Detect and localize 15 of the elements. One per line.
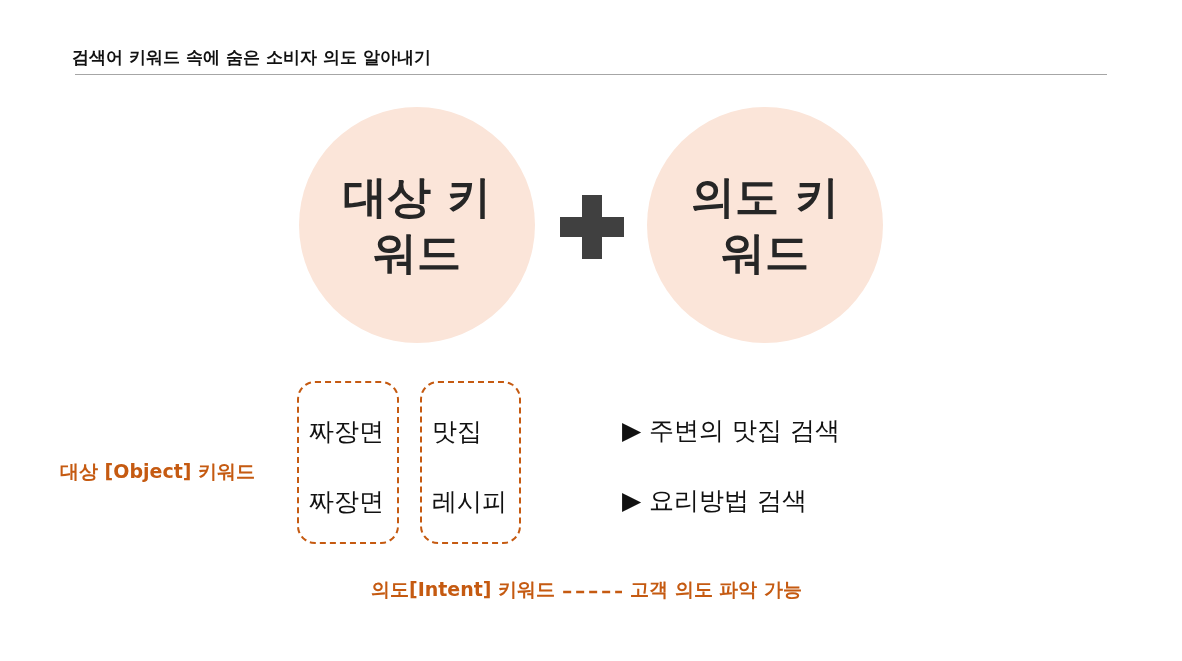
dashed-group-box bbox=[420, 381, 521, 544]
note-text: 고객 의도 파악 가능 bbox=[630, 577, 802, 603]
dashed-connector bbox=[563, 590, 622, 594]
dashed-group-box bbox=[297, 381, 399, 544]
keyword-text: 레시피 bbox=[432, 486, 507, 518]
result-text: ▶ 요리방법 검색 bbox=[622, 485, 808, 517]
keyword-text: 짜장면 bbox=[309, 486, 384, 518]
note-text: 의도[Intent] 키워드 bbox=[371, 577, 556, 603]
axis-label-text: 대상 [Object] 키워드 bbox=[60, 459, 256, 484]
keyword-text: 짜장면 bbox=[309, 416, 384, 448]
keyword-text: 맛집 bbox=[432, 416, 482, 448]
result-text: ▶ 주변의 맛집 검색 bbox=[622, 415, 841, 447]
circle-label: 대상 키워드 bbox=[342, 170, 492, 280]
circle-label: 의도 키워드 bbox=[690, 170, 840, 280]
title-text: 검색어 키워드 속에 숨은 소비자 의도 알아내기 bbox=[72, 46, 431, 69]
